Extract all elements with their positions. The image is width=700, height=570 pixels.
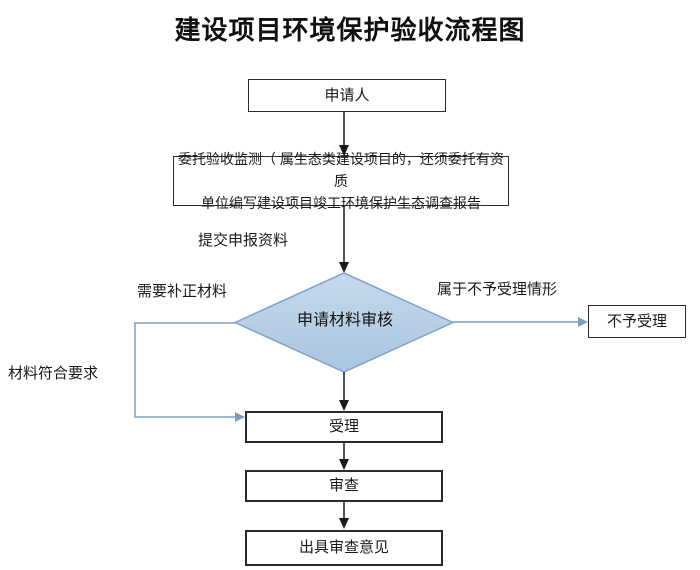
node-accept: 受理 xyxy=(245,411,443,443)
node-reject: 不予受理 xyxy=(588,305,686,338)
arrowhead-entrust-to-review xyxy=(339,262,349,273)
arrowhead-supplement-loop xyxy=(235,412,245,422)
node-reject-label: 不予受理 xyxy=(606,312,667,330)
node-entrust-line2: 单位编写建设项目竣工环境保护生态调查报告 xyxy=(201,195,481,211)
arrow-supplement-loop xyxy=(134,322,236,418)
arrowhead-accept-to-examine xyxy=(339,459,349,470)
edge-label-submit-materials: 提交申报资料 xyxy=(198,232,289,249)
edge-label-material-ok: 材料符合要求 xyxy=(8,365,99,382)
arrowhead-examine-to-issue xyxy=(339,518,349,529)
arrowhead-review-to-reject xyxy=(578,317,588,327)
node-examine-label: 审查 xyxy=(328,477,359,495)
node-entrust-line1: 委托验收监测（ 属生态类建设项目的，还须委托有资质 xyxy=(178,151,504,189)
node-accept-label: 受理 xyxy=(328,418,359,436)
arrowhead-review-to-accept xyxy=(339,400,349,411)
node-issue-opinion: 出具审查意见 xyxy=(245,530,443,566)
edge-label-not-accept-case: 属于不予受理情形 xyxy=(437,281,558,298)
edge-label-need-supplement: 需要补正材料 xyxy=(137,283,228,300)
node-issue-opinion-label: 出具审查意见 xyxy=(298,539,389,557)
node-examine: 审查 xyxy=(245,470,443,502)
node-applicant-label: 申请人 xyxy=(324,86,370,104)
node-entrust-monitoring: 委托验收监测（ 属生态类建设项目的，还须委托有资质 单位编写建设项目竣工环境保护… xyxy=(173,151,509,211)
node-applicant: 申请人 xyxy=(248,79,446,112)
arrowhead-applicant-to-entrust xyxy=(339,145,349,156)
node-review-label: 申请材料审核 xyxy=(296,312,393,329)
page-title: 建设项目环境保护验收流程图 xyxy=(174,15,526,45)
